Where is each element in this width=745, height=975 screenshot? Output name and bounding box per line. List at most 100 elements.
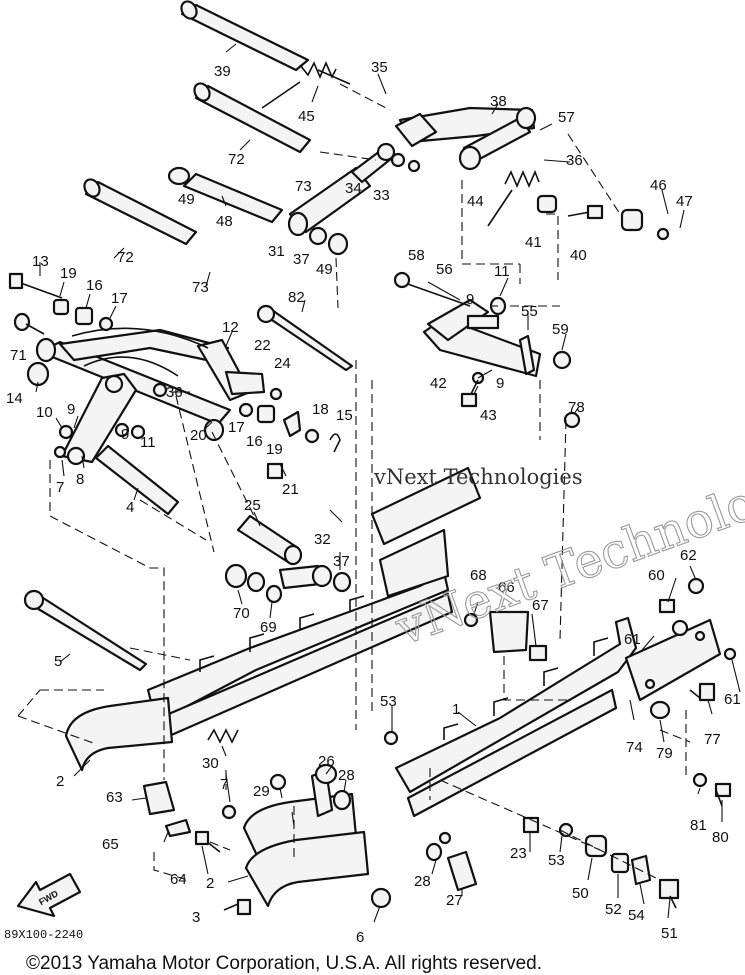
- callout-34: 34: [345, 180, 362, 197]
- assembly-guide-lines: [17, 83, 691, 881]
- callout-53-lower: 53: [548, 852, 565, 869]
- callout-17-left: 17: [111, 290, 128, 307]
- callout-61-right: 61: [724, 691, 741, 708]
- callout-7-upper: 7: [56, 479, 64, 496]
- callout-77: 77: [704, 731, 721, 748]
- callout-49-upper: 49: [178, 191, 195, 208]
- callout-14: 14: [6, 390, 23, 407]
- callout-53-upper: 53: [380, 693, 397, 710]
- shock-absorber-31: [287, 142, 396, 256]
- callout-26: 26: [318, 753, 335, 770]
- fwd-arrow: FWD: [16, 872, 82, 918]
- shaft-48: [167, 166, 284, 224]
- callout-9-right-lower: 9: [496, 375, 504, 392]
- callout-16-left: 16: [86, 277, 103, 294]
- callout-79: 79: [656, 745, 673, 762]
- callout-11-right: 11: [494, 263, 510, 280]
- callout-63: 63: [106, 789, 123, 806]
- spring-30: [207, 728, 239, 744]
- callout-43: 43: [480, 407, 497, 424]
- callout-24: 24: [274, 355, 291, 372]
- bolt-13: [8, 272, 63, 299]
- callout-47: 47: [676, 193, 693, 210]
- callout-36-right: 36: [566, 152, 583, 169]
- bolt-40: [567, 204, 670, 241]
- callout-44: 44: [467, 193, 484, 210]
- callout-54: 54: [628, 907, 645, 924]
- callout-6: 6: [356, 929, 364, 946]
- front-lower-hardware: [142, 730, 452, 916]
- rail-bracket-plate: [370, 466, 482, 598]
- collars-26-27: [310, 763, 478, 892]
- callout-23: 23: [510, 845, 527, 862]
- callout-3: 3: [192, 909, 200, 926]
- callout-31: 31: [268, 243, 285, 260]
- callout-73-upper: 73: [295, 178, 312, 195]
- callout-71: 71: [10, 347, 27, 364]
- bolt-43: [460, 379, 479, 408]
- leader-lines: [35, 43, 741, 923]
- callout-19-left: 19: [60, 265, 77, 282]
- callout-27: 27: [446, 892, 463, 909]
- callout-72-lower: 72: [117, 249, 134, 266]
- callout-15: 15: [336, 407, 353, 424]
- link-plate-8: [60, 372, 138, 466]
- callout-5: 5: [54, 653, 62, 670]
- callout-36-left: 36: [166, 384, 183, 401]
- rear-hardware: [522, 411, 737, 909]
- callout-19-right: 19: [266, 441, 283, 458]
- callout-69: 69: [260, 619, 277, 636]
- callout-37-lower: 37: [333, 553, 350, 570]
- bracket-66: [463, 610, 548, 662]
- callout-21: 21: [282, 481, 299, 498]
- callout-49-lower: 49: [316, 261, 333, 278]
- callout-66: 66: [498, 579, 515, 596]
- slide-rail-left: [146, 570, 454, 742]
- callout-35: 35: [371, 59, 388, 76]
- upper-arm-38: [390, 106, 537, 173]
- callout-11-mid: 11: [140, 434, 156, 451]
- callout-74: 74: [626, 739, 643, 756]
- callout-82: 82: [288, 289, 305, 306]
- bolt-58: [393, 271, 471, 307]
- callout-81: 81: [690, 817, 707, 834]
- callout-46: 46: [650, 177, 667, 194]
- callout-12: 12: [222, 319, 239, 336]
- callout-67: 67: [532, 597, 549, 614]
- callout-57: 57: [558, 109, 575, 126]
- tube-25: [236, 514, 303, 566]
- front-arm-12: [35, 327, 266, 442]
- shaft-39: [180, 0, 310, 72]
- callout-61-upper: 61: [624, 631, 641, 648]
- parts-drawing: [8, 0, 737, 916]
- callout-39: 39: [214, 63, 231, 80]
- callout-7-lower: 7: [220, 776, 228, 793]
- callout-17-right: 17: [228, 419, 245, 436]
- callout-29: 29: [253, 783, 270, 800]
- pin-4: [94, 444, 180, 516]
- callout-20: 20: [190, 427, 207, 444]
- watermark-horizontal: vNext Technologies: [373, 465, 583, 489]
- callout-2-upper: 2: [56, 773, 64, 790]
- callout-70: 70: [233, 605, 250, 622]
- callout-78: 78: [568, 399, 585, 416]
- collars-70-69: [224, 563, 352, 604]
- callout-8: 8: [76, 471, 84, 488]
- callout-48: 48: [216, 213, 233, 230]
- rear-arm-42: [422, 296, 572, 385]
- copyright-notice: ©2013 Yamaha Motor Corporation, U.S.A. A…: [26, 953, 542, 974]
- bolt-82: [256, 304, 354, 372]
- callout-9-mid: 9: [121, 426, 129, 443]
- rail-front-curve-upper: [64, 696, 174, 772]
- callout-52: 52: [605, 901, 622, 918]
- callout-56: 56: [436, 261, 453, 278]
- callout-60: 60: [648, 567, 665, 584]
- callout-25: 25: [244, 497, 261, 514]
- callout-64: 64: [170, 871, 187, 888]
- callout-13: 13: [32, 253, 49, 270]
- callout-2-lower: 2: [206, 875, 214, 892]
- callout-1: 1: [452, 701, 460, 718]
- callout-4: 4: [126, 499, 134, 516]
- callout-45: 45: [298, 108, 315, 125]
